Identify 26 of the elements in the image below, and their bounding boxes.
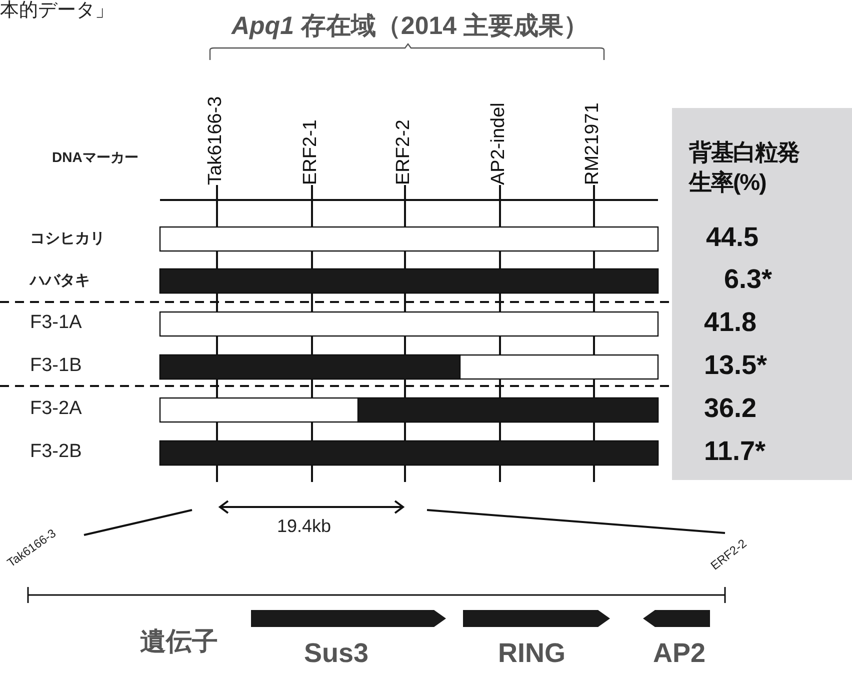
marker-name: Tak6166-3 (206, 96, 225, 185)
value-text: 13.5* (704, 352, 768, 379)
axis-label: DNAマーカー (52, 150, 138, 164)
row-label: F3-1A (30, 313, 82, 332)
gene-name: AP2 (653, 640, 706, 667)
marker-name: ERF2-2 (394, 120, 413, 185)
gene-name: RING (498, 640, 566, 667)
value-text: 6.3* (724, 266, 772, 293)
value-text: 41.8 (704, 309, 757, 336)
row-label: F3-2B (30, 442, 82, 461)
title: Apq1 存在域（2014 主要成果） (230, 14, 590, 39)
value-text: 44.5 (706, 224, 759, 251)
marker-name: ERF2-1 (301, 120, 320, 185)
row-label: ハバタキ (30, 273, 90, 288)
column-header: 背基白粒発生率(%) (689, 138, 800, 197)
gene-name: Sus3 (304, 640, 369, 667)
row-label: F3-2A (30, 399, 82, 418)
value-text: 36.2 (704, 395, 757, 422)
row-label: 遺伝子 (140, 628, 218, 654)
row-label: F3-1B (30, 356, 82, 375)
dimension-label: 19.4kb (277, 517, 332, 535)
note-text: 本的データ」 (0, 1, 114, 20)
marker-name: AP2-indel (489, 102, 508, 185)
row-label: コシヒカリ (30, 231, 105, 246)
value-text: 11.7* (704, 438, 766, 465)
marker-name: RM21971 (583, 102, 602, 185)
